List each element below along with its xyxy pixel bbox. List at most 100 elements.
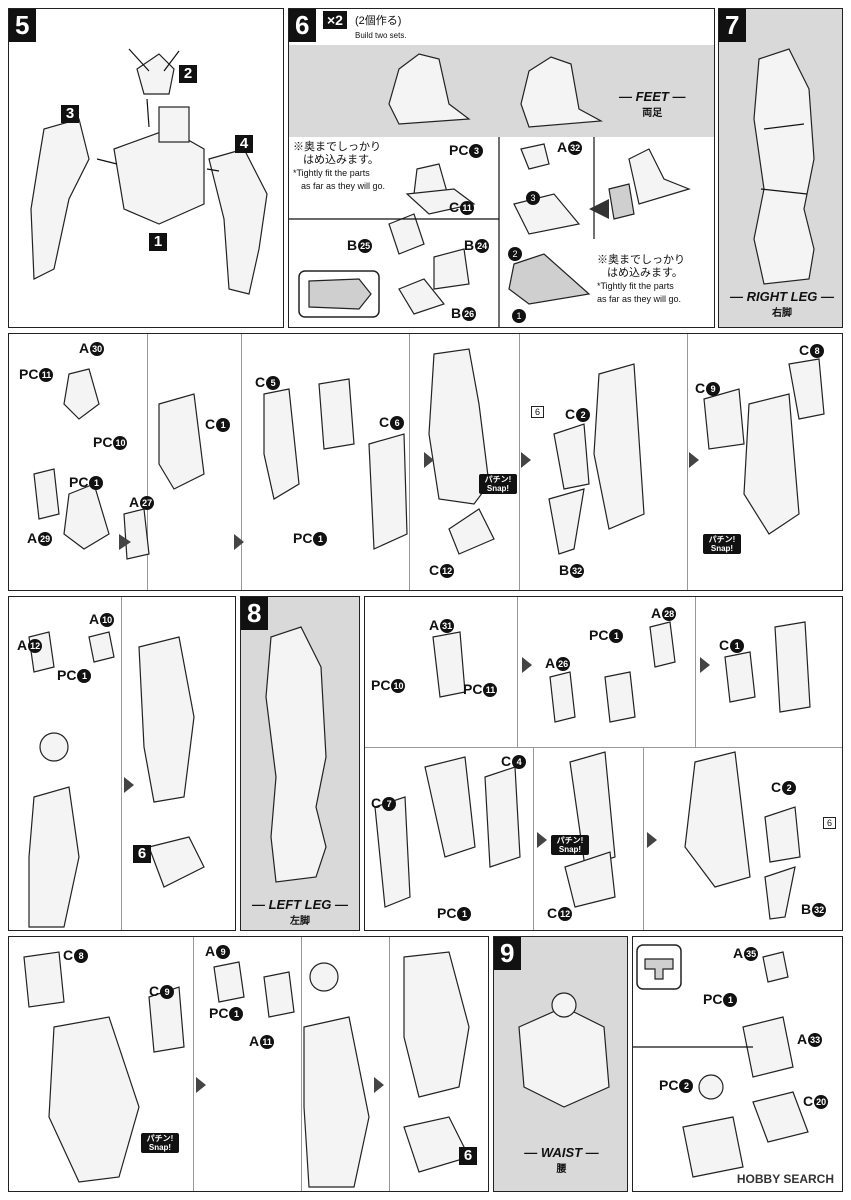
step-9-panel: 9 — WAIST — 腰 (493, 936, 628, 1192)
part-number-4: 4 (235, 135, 253, 153)
left-leg-banner: — LEFT LEG — 左脚 (245, 897, 355, 927)
tip-note-2: ※奥までしっかり はめ込みます。 *Tightly fit the parts … (597, 254, 685, 306)
tip2-jp: ※奥までしっかり (597, 254, 685, 266)
part-ref-6: 6 (133, 845, 151, 863)
snap-callout: パチン! Snap! (551, 835, 589, 855)
right-leg-banner: — RIGHT LEG — 右脚 (727, 289, 837, 319)
snap-callout: パチン! Snap! (479, 474, 517, 494)
row-2-illustration (33, 348, 825, 560)
right-leg-banner-text: — RIGHT LEG — (730, 289, 834, 304)
tip2-jp2: はめ込みます。 (607, 267, 683, 279)
waist-banner-text: — WAIST — (524, 1145, 599, 1160)
feet-banner-text: — FEET — (619, 89, 686, 104)
tip2-en1: *Tightly fit the parts (597, 281, 674, 291)
part-number-2: 2 (179, 65, 197, 83)
step-8-panel: 8 — LEFT LEG — 左脚 (240, 596, 360, 931)
feet-banner: — FEET — 両足 (619, 89, 685, 119)
step-5-illustration (30, 48, 268, 295)
waist-banner-jp: 腰 (556, 1164, 567, 1175)
tip-jp: ※奥までしっかり (293, 141, 381, 153)
build-note-en: Build two sets. (355, 31, 407, 40)
feet-banner-jp: 両足 (642, 108, 663, 119)
part-ref-6: 6 (459, 1147, 477, 1165)
row-4-right-illustration (633, 944, 809, 1178)
step-number: 8 (241, 597, 269, 630)
step-7-panel: 7 — RIGHT LEG — 右脚 (718, 8, 843, 328)
left-leg-banner-jp: 左脚 (290, 916, 310, 927)
right-leg-illustration (753, 48, 815, 285)
order-1: 1 (512, 309, 526, 323)
paint-ref-6: 6 (531, 406, 545, 418)
order-2: 2 (508, 247, 522, 261)
step-number: 5 (9, 9, 37, 42)
row-3-right-illustration (374, 621, 811, 920)
feet-banner-area (289, 45, 714, 137)
build-multiplier: ×2 (323, 11, 347, 29)
waist-illustration (518, 992, 610, 1108)
waist-banner: — WAIST — 腰 (504, 1145, 619, 1175)
tip-jp2: はめ込みます。 (303, 154, 379, 166)
row-4-left-illustration (23, 951, 470, 1188)
tip-note-1: ※奥までしっかり はめ込みます。 *Tightly fit the parts … (293, 141, 385, 193)
tip-en2: as far as they will go. (301, 181, 386, 191)
step-number: 9 (494, 937, 522, 970)
watermark: HOBBY SEARCH (736, 1172, 834, 1186)
left-leg-illustration (265, 626, 327, 883)
part-number-3: 3 (61, 105, 79, 123)
step-5-panel: 5 1 2 3 4 (8, 8, 284, 328)
order-3: 3 (526, 191, 540, 205)
snap-callout-2: パチン! Snap! (703, 534, 741, 554)
right-leg-banner-jp: 右脚 (772, 308, 792, 319)
build-note-jp: (2個作る) (355, 15, 402, 27)
step-number: 6 (289, 9, 317, 42)
